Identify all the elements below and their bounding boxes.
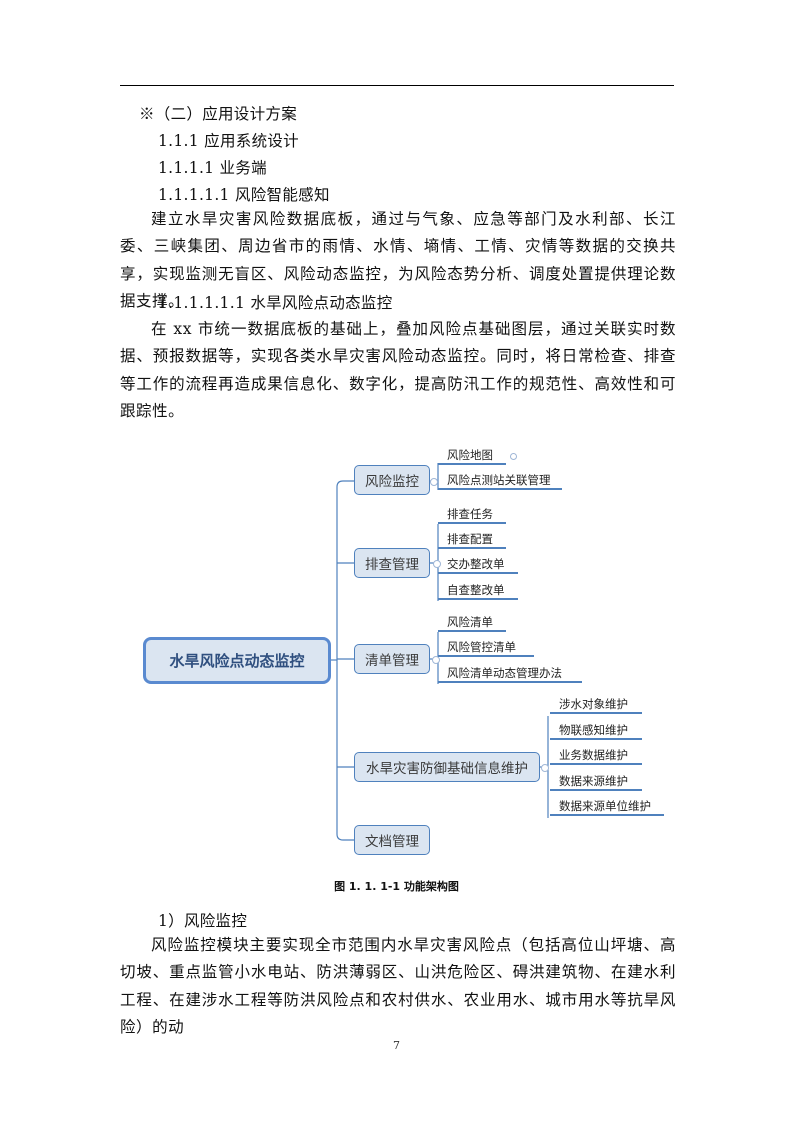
mindmap-leaf-data-source[interactable]: 数据来源维护 <box>550 773 642 791</box>
section-heading: ※（二）应用设计方案 <box>139 105 298 123</box>
page-number: 7 <box>393 1039 400 1052</box>
mindmap-root-node[interactable]: 水旱风险点动态监控 <box>143 637 331 684</box>
figure-caption: 图 1. 1. 1-1 功能架构图 <box>334 880 459 893</box>
heading-1-1-1: 1.1.1 应用系统设计 <box>158 132 299 150</box>
paragraph-risk-perception: 建立水旱灾害风险数据底板，通过与气象、应急等部门及水利部、长江委、三峡集团、周边… <box>120 210 676 310</box>
collapse-toggle-icon[interactable] <box>432 656 440 664</box>
mindmap-leaf-iot-sensing[interactable]: 物联感知维护 <box>550 722 642 740</box>
heading-1-1-1-1-1: 1.1.1.1.1 风险智能感知 <box>158 186 330 204</box>
mindmap-branch-basic-info-maintenance[interactable]: 水旱灾害防御基础信息维护 <box>354 752 540 782</box>
mindmap-leaf-risk-list[interactable]: 风险清单 <box>438 614 506 632</box>
mindmap-branch-risk-monitoring[interactable]: 风险监控 <box>354 465 430 495</box>
mindmap-leaf-business-data[interactable]: 业务数据维护 <box>550 747 642 765</box>
mindmap-leaf-inspection-task[interactable]: 排查任务 <box>438 506 506 524</box>
paragraph-dynamic-monitoring: 在 xx 市统一数据底板的基础上，叠加风险点基础图层，通过关联实时数据、预报数据… <box>120 320 676 420</box>
mindmap-leaf-water-object[interactable]: 涉水对象维护 <box>550 696 642 714</box>
collapse-toggle-icon[interactable] <box>541 764 549 772</box>
page-header-rule <box>120 85 674 86</box>
mindmap-leaf-station-association[interactable]: 风险点测站关联管理 <box>438 472 562 490</box>
mindmap-branch-list-management[interactable]: 清单管理 <box>354 644 430 674</box>
heading-1-1-1-1-1-1: 1.1.1.1.1.1 水旱风险点动态监控 <box>158 294 393 312</box>
item-heading-risk-monitoring: 1）风险监控 <box>158 912 248 930</box>
mindmap-leaf-self-rectification[interactable]: 自查整改单 <box>438 582 518 600</box>
mindmap-leaf-data-source-unit[interactable]: 数据来源单位维护 <box>550 798 664 816</box>
mindmap-leaf-assigned-rectification[interactable]: 交办整改单 <box>438 556 518 574</box>
mindmap-leaf-list-dynamic-method[interactable]: 风险清单动态管理办法 <box>438 665 582 683</box>
collapse-toggle-icon[interactable] <box>433 560 441 568</box>
mindmap-leaf-risk-control-list[interactable]: 风险管控清单 <box>438 639 534 657</box>
collapse-toggle-icon[interactable] <box>430 478 438 486</box>
mindmap-branch-inspection-management[interactable]: 排查管理 <box>354 548 430 578</box>
mindmap-leaf-inspection-config[interactable]: 排查配置 <box>438 531 506 549</box>
mindmap-branch-document-management[interactable]: 文档管理 <box>354 825 430 855</box>
expand-toggle-icon[interactable] <box>510 453 517 460</box>
paragraph-risk-monitoring-module: 风险监控模块主要实现全市范围内水旱灾害风险点（包括高位山坪塘、高切坡、重点监管小… <box>120 936 676 1036</box>
heading-1-1-1-1: 1.1.1.1 业务端 <box>158 159 267 177</box>
mindmap-leaf-risk-map[interactable]: 风险地图 <box>438 447 506 465</box>
